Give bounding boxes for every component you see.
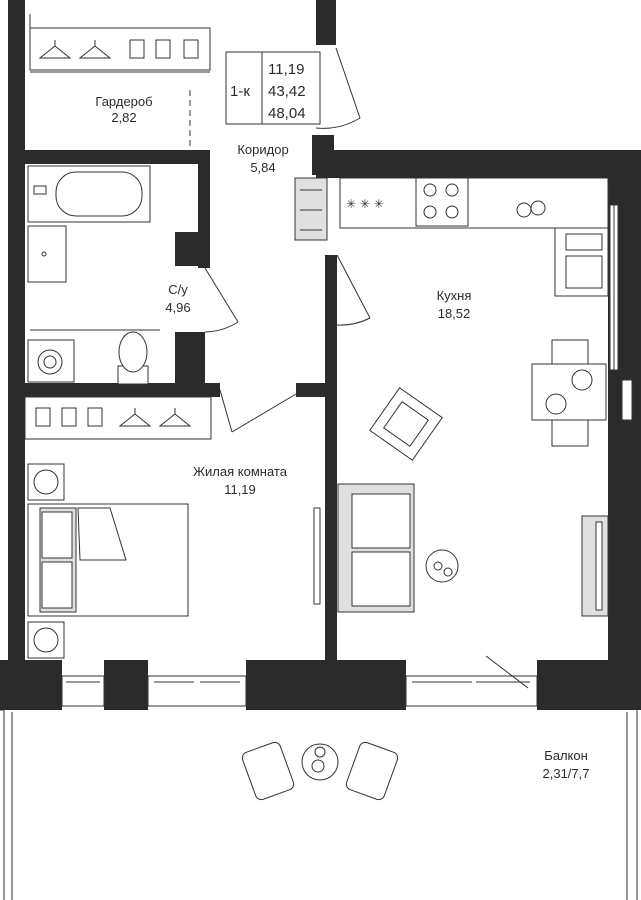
wardrobe-shelf	[29, 14, 211, 150]
balcony-windows	[61, 675, 538, 707]
kitchen-door	[336, 254, 371, 326]
bed	[27, 463, 189, 659]
armchair	[369, 387, 443, 461]
bathroom-fixtures	[27, 165, 160, 385]
area-total-with-balcony: 48,04	[268, 105, 306, 122]
room-name-bathroom: С/у	[168, 282, 188, 297]
kitchen-balcony-door	[485, 655, 529, 689]
room-name-wardrobe: Гардероб	[95, 94, 152, 109]
room-name-corridor: Коридор	[237, 142, 288, 157]
walls	[0, 0, 641, 710]
balcony	[0, 709, 638, 900]
apartment-info-box: 1-к 11,19 43,42 48,04	[225, 51, 321, 125]
room-name-living: Жилая комната	[193, 464, 288, 479]
tv-unit	[581, 515, 609, 617]
area-living: 11,19	[268, 61, 304, 78]
entry-door	[315, 47, 361, 129]
room-area-kitchen: 18,52	[438, 306, 471, 321]
dining-table	[531, 339, 607, 447]
living-door	[219, 389, 297, 433]
living-tv	[313, 507, 321, 605]
window-right-stub	[621, 379, 633, 421]
room-area-bathroom: 4,96	[165, 300, 190, 315]
room-area-balcony: 2,31/7,7	[543, 766, 590, 781]
room-area-living: 11,19	[224, 482, 256, 497]
room-area-corridor: 5,84	[250, 160, 275, 175]
room-name-balcony: Балкон	[544, 748, 588, 763]
apartment-type: 1-к	[230, 83, 250, 100]
bathroom-door	[204, 267, 239, 333]
coffee-table	[425, 549, 459, 583]
area-total: 43,42	[268, 83, 306, 100]
room-labels: Гардероб 2,82 Коридор 5,84 С/у 4,96 Кухн…	[95, 94, 589, 781]
room-area-wardrobe: 2,82	[111, 110, 136, 125]
svg-text:✳ ✳ ✳: ✳ ✳ ✳	[346, 197, 384, 211]
shoe-rack	[294, 177, 328, 241]
room-name-kitchen: Кухня	[437, 288, 472, 303]
living-wardrobe	[24, 396, 212, 440]
sofa	[337, 483, 415, 613]
kitchen-counter: ✳ ✳ ✳	[339, 177, 609, 297]
